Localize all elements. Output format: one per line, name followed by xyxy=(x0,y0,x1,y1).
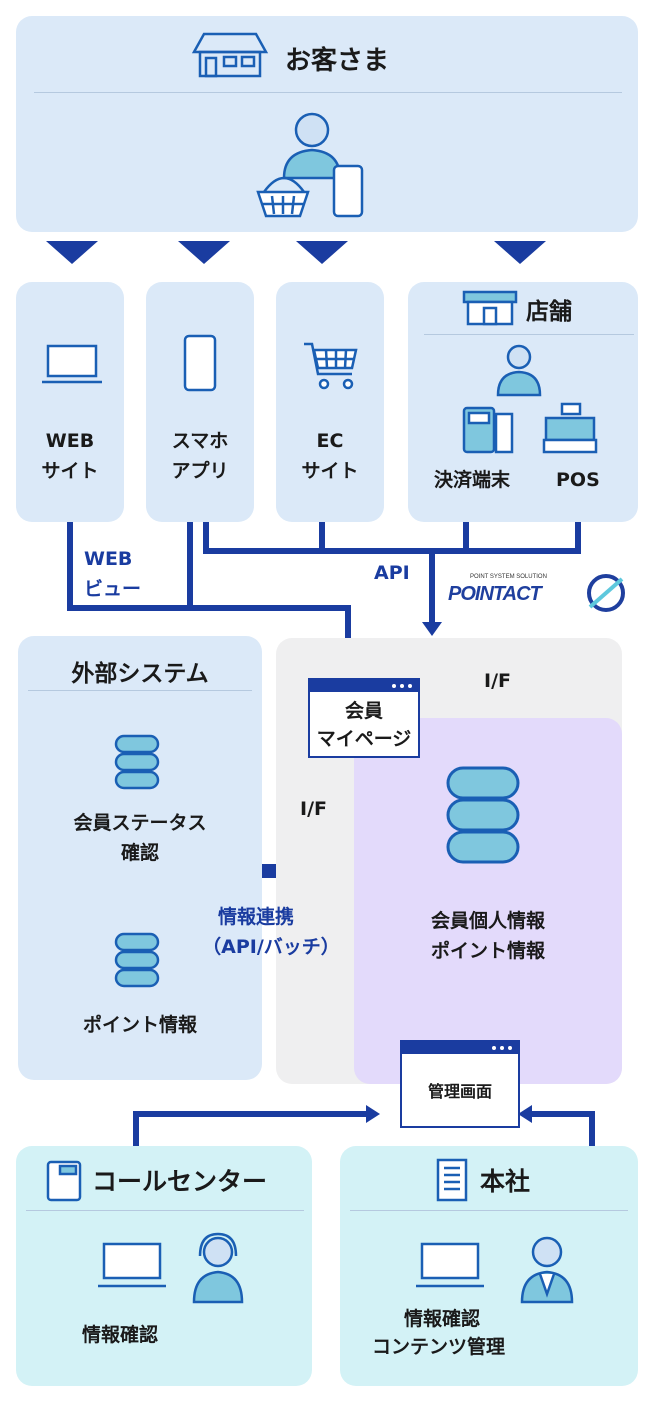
pointact-logo: POINT SYSTEM SOLUTION POINTACT xyxy=(448,573,628,613)
member-db-label-2: ポイント情報 xyxy=(430,940,545,962)
database-icon xyxy=(114,932,160,988)
member-page-label-1: 会員 xyxy=(344,700,383,722)
external-system-divider xyxy=(28,690,252,691)
arrow-to-admin-right xyxy=(518,1105,532,1123)
store-title: 店舗 xyxy=(526,299,572,325)
head-office-action-label-2: コンテンツ管理 xyxy=(372,1336,506,1358)
web-site-box xyxy=(16,282,124,522)
call-center-action-label: 情報確認 xyxy=(82,1324,159,1346)
api-label: API xyxy=(374,562,410,584)
web-site-label-1: WEB xyxy=(45,430,95,452)
arrow-to-web xyxy=(46,241,98,264)
laptop-icon xyxy=(98,1242,166,1288)
member-db-label-1: 会員個人情報 xyxy=(430,910,545,932)
shopping-cart-icon xyxy=(304,342,358,390)
web-view-label-1: WEB xyxy=(84,548,133,570)
database-icon xyxy=(114,734,160,790)
phone-icon xyxy=(46,1160,82,1202)
arrow-to-app xyxy=(178,241,230,264)
office-building-icon xyxy=(436,1158,468,1202)
pointact-tagline: POINT SYSTEM SOLUTION xyxy=(470,574,547,580)
admin-screen-window xyxy=(400,1040,520,1128)
shopper-icon xyxy=(256,112,364,218)
arrow-to-ec xyxy=(296,241,348,264)
api-bus-line xyxy=(203,522,581,554)
if-top-label: I/F xyxy=(484,670,511,692)
pos-register-icon xyxy=(542,402,598,454)
head-office-panel xyxy=(340,1146,638,1386)
storefront-icon xyxy=(462,290,518,326)
external-system-panel xyxy=(18,636,262,1080)
if-left-label: I/F xyxy=(300,798,327,820)
admin-screen-label: 管理画面 xyxy=(427,1082,492,1101)
ec-label-1: EC xyxy=(316,430,344,452)
status-check-label-2: 確認 xyxy=(120,842,159,864)
payment-terminal-icon xyxy=(462,406,514,454)
operator-headset-icon xyxy=(192,1232,244,1304)
pointact-swoosh-icon xyxy=(587,574,625,612)
pointact-logo-text: POINTACT xyxy=(448,583,542,605)
web-view-line xyxy=(67,522,351,660)
smartphone-icon xyxy=(183,334,217,392)
ec-label-2: サイト xyxy=(301,460,359,482)
app-label-1: スマホ xyxy=(171,430,229,452)
call-center-line xyxy=(133,1111,366,1146)
external-system-title: 外部システム xyxy=(71,661,209,687)
customer-divider xyxy=(34,92,622,93)
member-page-label-2: マイページ xyxy=(316,728,412,750)
call-center-divider xyxy=(26,1210,304,1211)
points-info-label: ポイント情報 xyxy=(82,1014,197,1036)
pos-label: POS xyxy=(556,469,600,491)
arrow-to-store xyxy=(494,241,546,264)
head-office-divider xyxy=(350,1210,628,1211)
clerk-icon xyxy=(496,344,542,397)
customer-title: お客さま xyxy=(285,46,390,76)
web-site-label-2: サイト xyxy=(41,460,99,482)
store-divider xyxy=(424,334,634,335)
member-mypage-window xyxy=(308,678,420,758)
arrow-to-pointact xyxy=(422,622,442,636)
house-icon xyxy=(191,32,269,78)
member-database-icon xyxy=(446,766,520,864)
head-office-action-label-1: 情報確認 xyxy=(404,1308,481,1330)
ec-site-box xyxy=(276,282,384,522)
arrow-to-admin-left xyxy=(366,1105,380,1123)
laptop-icon xyxy=(416,1242,484,1288)
status-check-label-1: 会員ステータス xyxy=(73,812,207,834)
data-link-label-2: （API/バッチ） xyxy=(202,936,340,958)
head-office-title: 本社 xyxy=(480,1167,531,1196)
laptop-icon xyxy=(42,344,102,384)
call-center-title: コールセンター xyxy=(92,1167,268,1196)
head-office-line xyxy=(532,1111,595,1146)
app-label-2: アプリ xyxy=(171,460,229,482)
smartphone-app-box xyxy=(146,282,254,522)
payment-terminal-label: 決済端末 xyxy=(434,469,511,491)
data-link-label-1: 情報連携 xyxy=(218,906,295,928)
store-box xyxy=(408,282,638,522)
web-view-label-2: ビュー xyxy=(84,578,142,600)
businessperson-icon xyxy=(520,1236,574,1304)
